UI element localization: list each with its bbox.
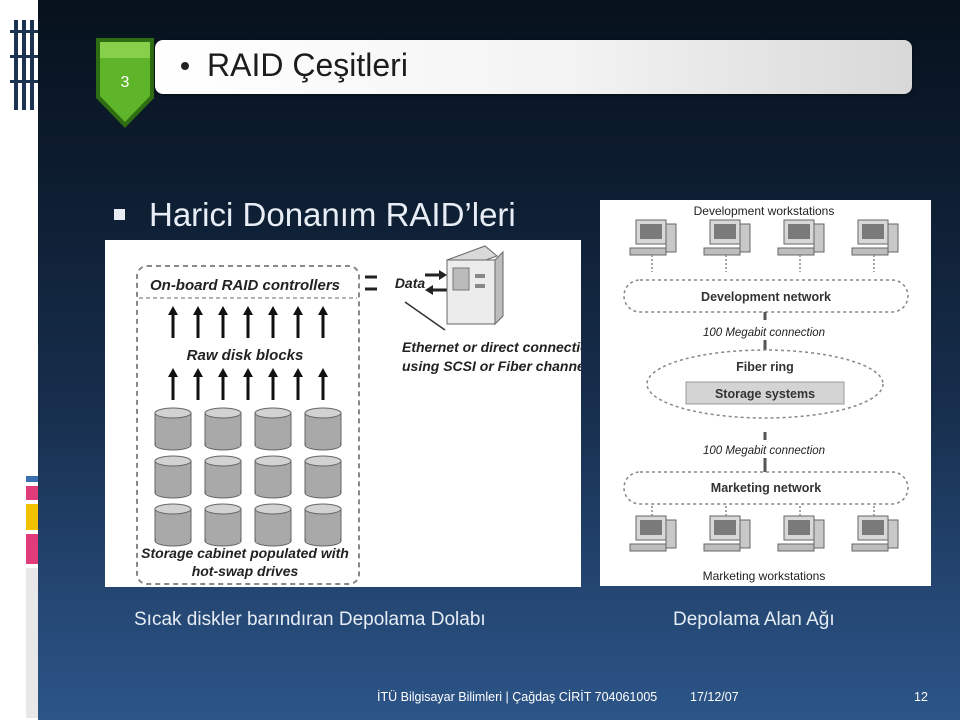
up-arrow-icon — [193, 368, 203, 400]
workstation-icon — [851, 219, 899, 272]
badge-chevron-icon — [96, 38, 154, 128]
title-bar: RAID Çeşitleri — [155, 40, 912, 94]
disk-drive-icon — [204, 407, 242, 451]
cabinet-label-line1: Storage cabinet populated with — [141, 545, 349, 561]
slide-number-badge: 3 — [92, 36, 158, 132]
storage-cabinet-figure: On-board RAID controllers Raw disk block… — [105, 240, 581, 587]
up-arrow-icon — [243, 368, 253, 400]
up-arrow-icon — [268, 306, 278, 338]
color-bars-decoration — [26, 470, 38, 720]
square-bullet-icon — [114, 209, 125, 220]
workstation-icon — [629, 219, 677, 272]
dev-network-label: Development network — [701, 290, 831, 304]
disk-drive-icon — [154, 503, 192, 547]
up-arrow-icon — [318, 368, 328, 400]
cabinet-label-line2: hot-swap drives — [192, 563, 299, 579]
development-workstations — [629, 219, 899, 272]
grid-decoration — [10, 20, 40, 110]
workstation-icon — [703, 219, 751, 272]
up-arrow-icon — [218, 368, 228, 400]
data-label: Data — [395, 275, 426, 291]
dev-workstations-label: Development workstations — [694, 204, 835, 218]
disk-drive-icon — [304, 407, 342, 451]
slide-subtitle: Harici Donanım RAID’leri — [149, 196, 516, 233]
slide-title: RAID Çeşitleri — [207, 47, 408, 83]
up-arrow-icon — [293, 368, 303, 400]
up-arrow-icon — [193, 306, 203, 338]
disk-drive-icon — [254, 503, 292, 547]
caption-san: Depolama Alan Ağı — [673, 609, 835, 630]
up-arrow-icon — [268, 368, 278, 400]
footer-author: İTÜ Bilgisayar Bilimleri | Çağdaş CİRİT … — [377, 690, 658, 704]
connection-label-line2: using SCSI or Fiber channel — [402, 358, 581, 374]
up-arrow-icon — [168, 306, 178, 338]
title-bullet-icon — [181, 62, 189, 70]
marketing-workstations-label: Marketing workstations — [703, 569, 826, 583]
storage-systems-label: Storage systems — [715, 387, 815, 401]
marketing-network-label: Marketing network — [711, 481, 821, 495]
marketing-workstations — [629, 504, 899, 552]
arrow-row-upper — [168, 306, 328, 338]
workstation-icon — [777, 504, 825, 552]
up-arrow-icon — [218, 306, 228, 338]
fiber-ring-label: Fiber ring — [736, 360, 794, 374]
up-arrow-icon — [318, 306, 328, 338]
caption-storage-cabinet: Sıcak diskler barındıran Depolama Dolabı — [134, 609, 486, 630]
workstation-icon — [777, 219, 825, 272]
conn-bottom-label: 100 Megabit connection — [703, 445, 825, 457]
san-diagram: Development workstations Development net… — [623, 204, 909, 583]
disk-drive-icon — [254, 455, 292, 499]
disk-drive-icon — [204, 503, 242, 547]
up-arrow-icon — [243, 306, 253, 338]
disk-drive-icon — [154, 455, 192, 499]
raw-blocks-label: Raw disk blocks — [187, 347, 304, 364]
disk-drive-icon — [254, 407, 292, 451]
connection-label-line1: Ethernet or direct connection — [402, 339, 581, 355]
disk-drive-icon — [204, 455, 242, 499]
footer-date: 17/12/07 — [690, 690, 739, 704]
slide-number: 3 — [120, 74, 130, 91]
footer-page-number: 12 — [914, 690, 928, 704]
disk-grid — [154, 407, 342, 547]
disk-drive-icon — [304, 503, 342, 547]
storage-cabinet-diagram: On-board RAID controllers Raw disk block… — [136, 245, 581, 585]
up-arrow-icon — [168, 368, 178, 400]
san-figure: Development workstations Development net… — [600, 200, 931, 586]
disk-drive-icon — [304, 455, 342, 499]
server-icon — [446, 245, 504, 326]
disk-drive-icon — [154, 407, 192, 451]
workstation-icon — [629, 504, 677, 552]
workstation-icon — [851, 504, 899, 552]
up-arrow-icon — [293, 306, 303, 338]
workstation-icon — [703, 504, 751, 552]
conn-top-label: 100 Megabit connection — [703, 327, 825, 339]
arrow-row-lower — [168, 368, 328, 400]
controllers-label: On-board RAID controllers — [150, 277, 340, 294]
